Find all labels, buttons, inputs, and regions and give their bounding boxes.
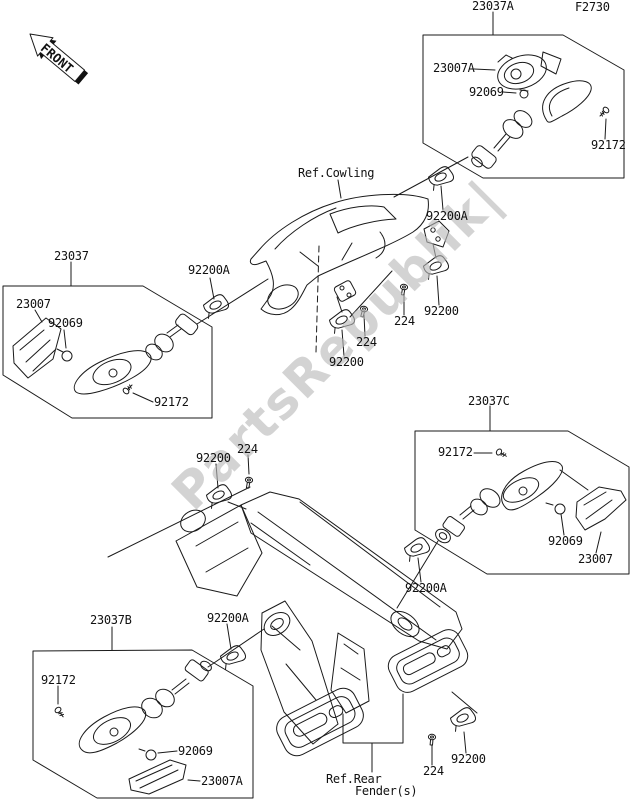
box-label-stems	[70, 11, 494, 651]
bulb-92069-b	[145, 749, 157, 761]
part-label-92172-l: 92172	[154, 395, 189, 409]
part-label-92069-l: 92069	[48, 316, 83, 330]
part-label-23007-l: 23007	[16, 297, 51, 311]
part-label-23037c: 23037C	[468, 394, 510, 408]
part-label-92200-pa: 92200	[329, 355, 364, 369]
tail-lamp-housing-left	[276, 687, 364, 757]
part-label-224-br: 224	[423, 764, 444, 778]
part-label-23037: 23037	[54, 249, 89, 263]
part-label-92172-c: 92172	[438, 445, 473, 459]
part-label-23007a-b: 23007A	[201, 774, 243, 788]
part-label-92200a-top: 92200A	[426, 209, 468, 223]
part-label-92200a-right: 92200A	[405, 581, 447, 595]
part-label-92069-a: 92069	[469, 85, 504, 99]
rear-fender-drawing	[175, 491, 469, 757]
part-label-23037b: 23037B	[90, 613, 132, 627]
box-23037b	[32, 649, 254, 799]
box-23037c	[414, 430, 630, 575]
part-label-ref-rear-1: Ref.Rear	[326, 772, 382, 786]
part-label-92172-b: 92172	[41, 673, 76, 687]
part-label-92069-b: 92069	[178, 744, 213, 758]
part-label-f2730: F2730	[575, 0, 610, 14]
tail-lamp-housing-right	[387, 629, 469, 693]
part-label-ref-rear-2: Fender(s)	[355, 784, 418, 798]
label-leader-lines	[34, 68, 607, 782]
box-23037	[2, 285, 213, 419]
box-23037a	[422, 34, 625, 179]
part-label-224-pc: 224	[237, 442, 258, 456]
part-label-92069-c: 92069	[548, 534, 583, 548]
part-label-23007a: 23007A	[433, 61, 475, 75]
part-label-92172-a: 92172	[591, 138, 626, 152]
part-label-92200-pc: 92200	[196, 451, 231, 465]
part-label-23037a: 23037A	[472, 0, 514, 13]
part-label-92200a-left: 92200A	[188, 263, 230, 277]
bulb-92069-l	[61, 350, 73, 362]
signal-assembly-rear-right	[435, 447, 627, 544]
signal-assembly-rear-left	[53, 659, 212, 795]
part-label-224-pa: 224	[356, 335, 377, 349]
bulb-92069-c	[554, 503, 566, 515]
part-label-ref-cowling: Ref.Cowling	[298, 166, 375, 180]
assembly-axis-lines	[107, 156, 478, 714]
cowling-drawing	[249, 193, 450, 353]
part-label-92200-br: 92200	[451, 752, 486, 766]
part-label-23007-c: 23007	[578, 552, 613, 566]
signal-assembly-front-left	[12, 313, 199, 396]
part-label-224-pb: 224	[394, 314, 415, 328]
part-label-92200a-b: 92200A	[207, 611, 249, 625]
part-label-92200-pb: 92200	[424, 304, 459, 318]
signal-assembly-front-right	[471, 51, 611, 169]
